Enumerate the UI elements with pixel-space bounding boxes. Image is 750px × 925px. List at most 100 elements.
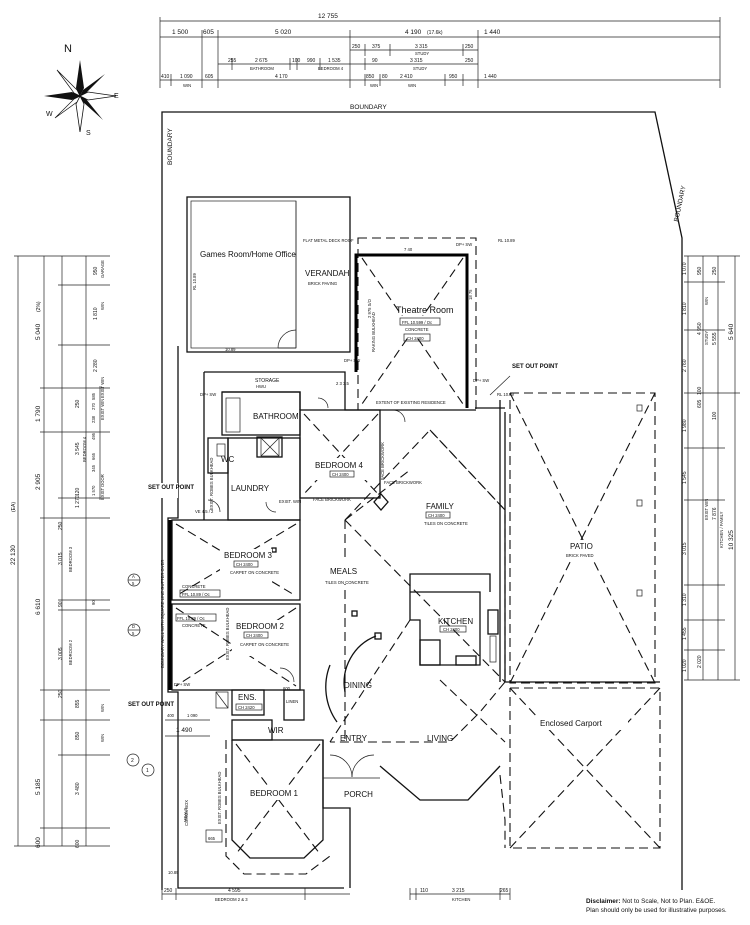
dim-text: WIN (704, 297, 709, 305)
dim-text: WIN (100, 734, 105, 742)
dim-text: KITCHEN / FAMILY (719, 511, 724, 548)
dim-text: 90 (58, 601, 64, 607)
dim-text: BEDROOM 2 & 3 (215, 897, 248, 902)
dim-text: 120 (75, 487, 81, 496)
dim-text: 605 (203, 29, 214, 36)
dim-text: EXIST WIN (704, 499, 709, 520)
dim-text: 1 810 (682, 302, 688, 315)
bathroom-label: BATHROOM (253, 412, 299, 421)
dim-text: 1 455 (682, 627, 688, 640)
downpipe-label: DP+ SW (456, 242, 472, 247)
room-detail: FACE BRICKWORK (313, 497, 351, 502)
compass-north: N (64, 43, 72, 55)
carport-label: Enclosed Carport (540, 719, 603, 728)
room-detail: FFL 10.599 / Oc (402, 320, 432, 325)
disclaimer-line2: Plan should only be used for illustrativ… (586, 907, 727, 914)
dim-text: 110 (420, 888, 428, 894)
room-detail: CONCRETE (182, 623, 206, 628)
downpipe-label: DP+ SW (344, 358, 360, 363)
dim-text: 7 40 (404, 247, 413, 252)
dim-text: MEALS (183, 808, 188, 822)
room-detail: EXIST. WIN (279, 499, 301, 504)
dim-text: 1 440 (484, 74, 497, 80)
dim-text: 605 (205, 74, 214, 80)
dim-text: 2 675 (255, 58, 268, 64)
dim-text: 375 (372, 44, 381, 50)
dim-text: BEDROOM 4 (82, 436, 87, 462)
dim-text: 855 (75, 699, 81, 708)
dim-text: 100 (292, 58, 301, 64)
bottom-dimensions: 250 4 595 BEDROOM 2 & 3 110 3 215 265 KI… (161, 888, 511, 902)
dim-text: 3 015 (58, 552, 64, 565)
room-detail: COMMS BOX (184, 800, 189, 826)
dim-text: 265 (500, 888, 509, 894)
dim-text: 10.89 (225, 347, 236, 352)
dim-text: BATHROOM (250, 66, 274, 71)
dim-text: 80 (382, 74, 388, 80)
dim-text: 3 480 (75, 782, 81, 795)
dim-text: 4 595 (228, 888, 241, 894)
room-detail: CONCRETE (405, 327, 429, 332)
verandah-roof-label: FLAT METAL DECK ROOF (303, 238, 354, 243)
dim-text: 250 (352, 44, 361, 50)
dining-label: DINING (344, 681, 372, 690)
dim-text: KITCHEN (452, 897, 470, 902)
site-boundary: BOUNDARY BOUNDARY BOUNDARY (161, 104, 688, 890)
dim-text: 1 090 (180, 74, 193, 80)
dim-text: STUDY (704, 331, 709, 345)
wc-label: WC (221, 455, 235, 464)
set-out-points: SET OUT POINT SET OUT POINT SET OUT POIN… (126, 362, 558, 715)
dim-text: BEDROOM 2 (68, 639, 73, 665)
room-detail: RAKING BULKHEAD (371, 312, 376, 352)
room-detail: EXIST. ROBES BULKHEAD (209, 458, 214, 510)
dim-text: 10 325 (728, 530, 735, 550)
dim-text: 1 270 (75, 495, 81, 508)
bedroom-2-label: BEDROOM 2 (236, 622, 285, 631)
dim-text: (EA) (11, 502, 17, 512)
room-detail: FFL 10.89 / Oc (177, 616, 205, 621)
room-detail: CH 2420 (238, 705, 255, 710)
room-detail: CARPET ON CONCRETE (230, 570, 279, 575)
boundary-label-top: BOUNDARY (350, 104, 387, 111)
room-detail: RL 10.89 (498, 238, 516, 243)
dim-text: WIN (100, 302, 105, 310)
storage-label: STORAGE (255, 378, 280, 384)
wet-areas: STORAGE HWU BATHROOM WC LAUNDRY EXIST. W… (195, 378, 301, 514)
set-out-point-label: SET OUT POINT (148, 485, 194, 491)
left-dimensions: 22 130 (EA) 5 040 (2%) 1 790 2 905 6 610… (10, 255, 188, 848)
disclaimer-bold: Disclaimer: (586, 898, 621, 905)
dim-text: 3 315 (415, 44, 428, 50)
dim-text: (2%) (36, 301, 42, 312)
dim-text: 1 810 (93, 307, 99, 320)
dim-text: 2 905 (35, 473, 42, 490)
dim-text: 410 (161, 74, 170, 80)
set-out-point-label: SET OUT POINT (512, 364, 558, 370)
theatre-room: Theatre Room FFL 10.599 / Oc CONCRETE CH… (344, 237, 489, 423)
dim-text: 4 950 (697, 322, 703, 335)
bedroom-1: BEDROOM 1 COMMS BOX 665 EXIST. ROBES BUL… (168, 740, 331, 875)
dim-text: 2 975 S/O (367, 298, 372, 318)
dim-text: 605 (697, 399, 703, 408)
dim-text: 950 (93, 266, 99, 275)
dim-text: 850 (366, 74, 375, 80)
dim-text: STUDY (415, 51, 429, 56)
compass-east: E (114, 93, 119, 100)
disclaimer: Disclaimer: Not to Scale, Not to Plan. E… (586, 897, 748, 915)
marker-text: 2 (131, 758, 134, 764)
room-detail: HWU (256, 384, 266, 389)
dim-text: GARAGE (100, 260, 105, 278)
dim-text: (17.6k) (427, 30, 443, 36)
dim-text: 7 876 (712, 507, 718, 520)
dim-text: 18 75 (468, 289, 473, 300)
downpipe-label: DP+ SW (200, 392, 216, 397)
dim-text: 6 610 (35, 598, 42, 615)
dim-text: 250 (164, 888, 173, 894)
room-detail: BRICK PAVED (566, 553, 594, 558)
dim-text: EXIST WIN (100, 377, 105, 398)
dim-text: 990 (307, 58, 316, 64)
dim-text: 4 170 (275, 74, 288, 80)
bedroom-4: BEDROOM 4 CH 2400 FACE BRICKWORK FACE BR… (303, 381, 385, 502)
dim-text: 1 070 (682, 262, 688, 275)
dim-text: 950 (449, 74, 458, 80)
